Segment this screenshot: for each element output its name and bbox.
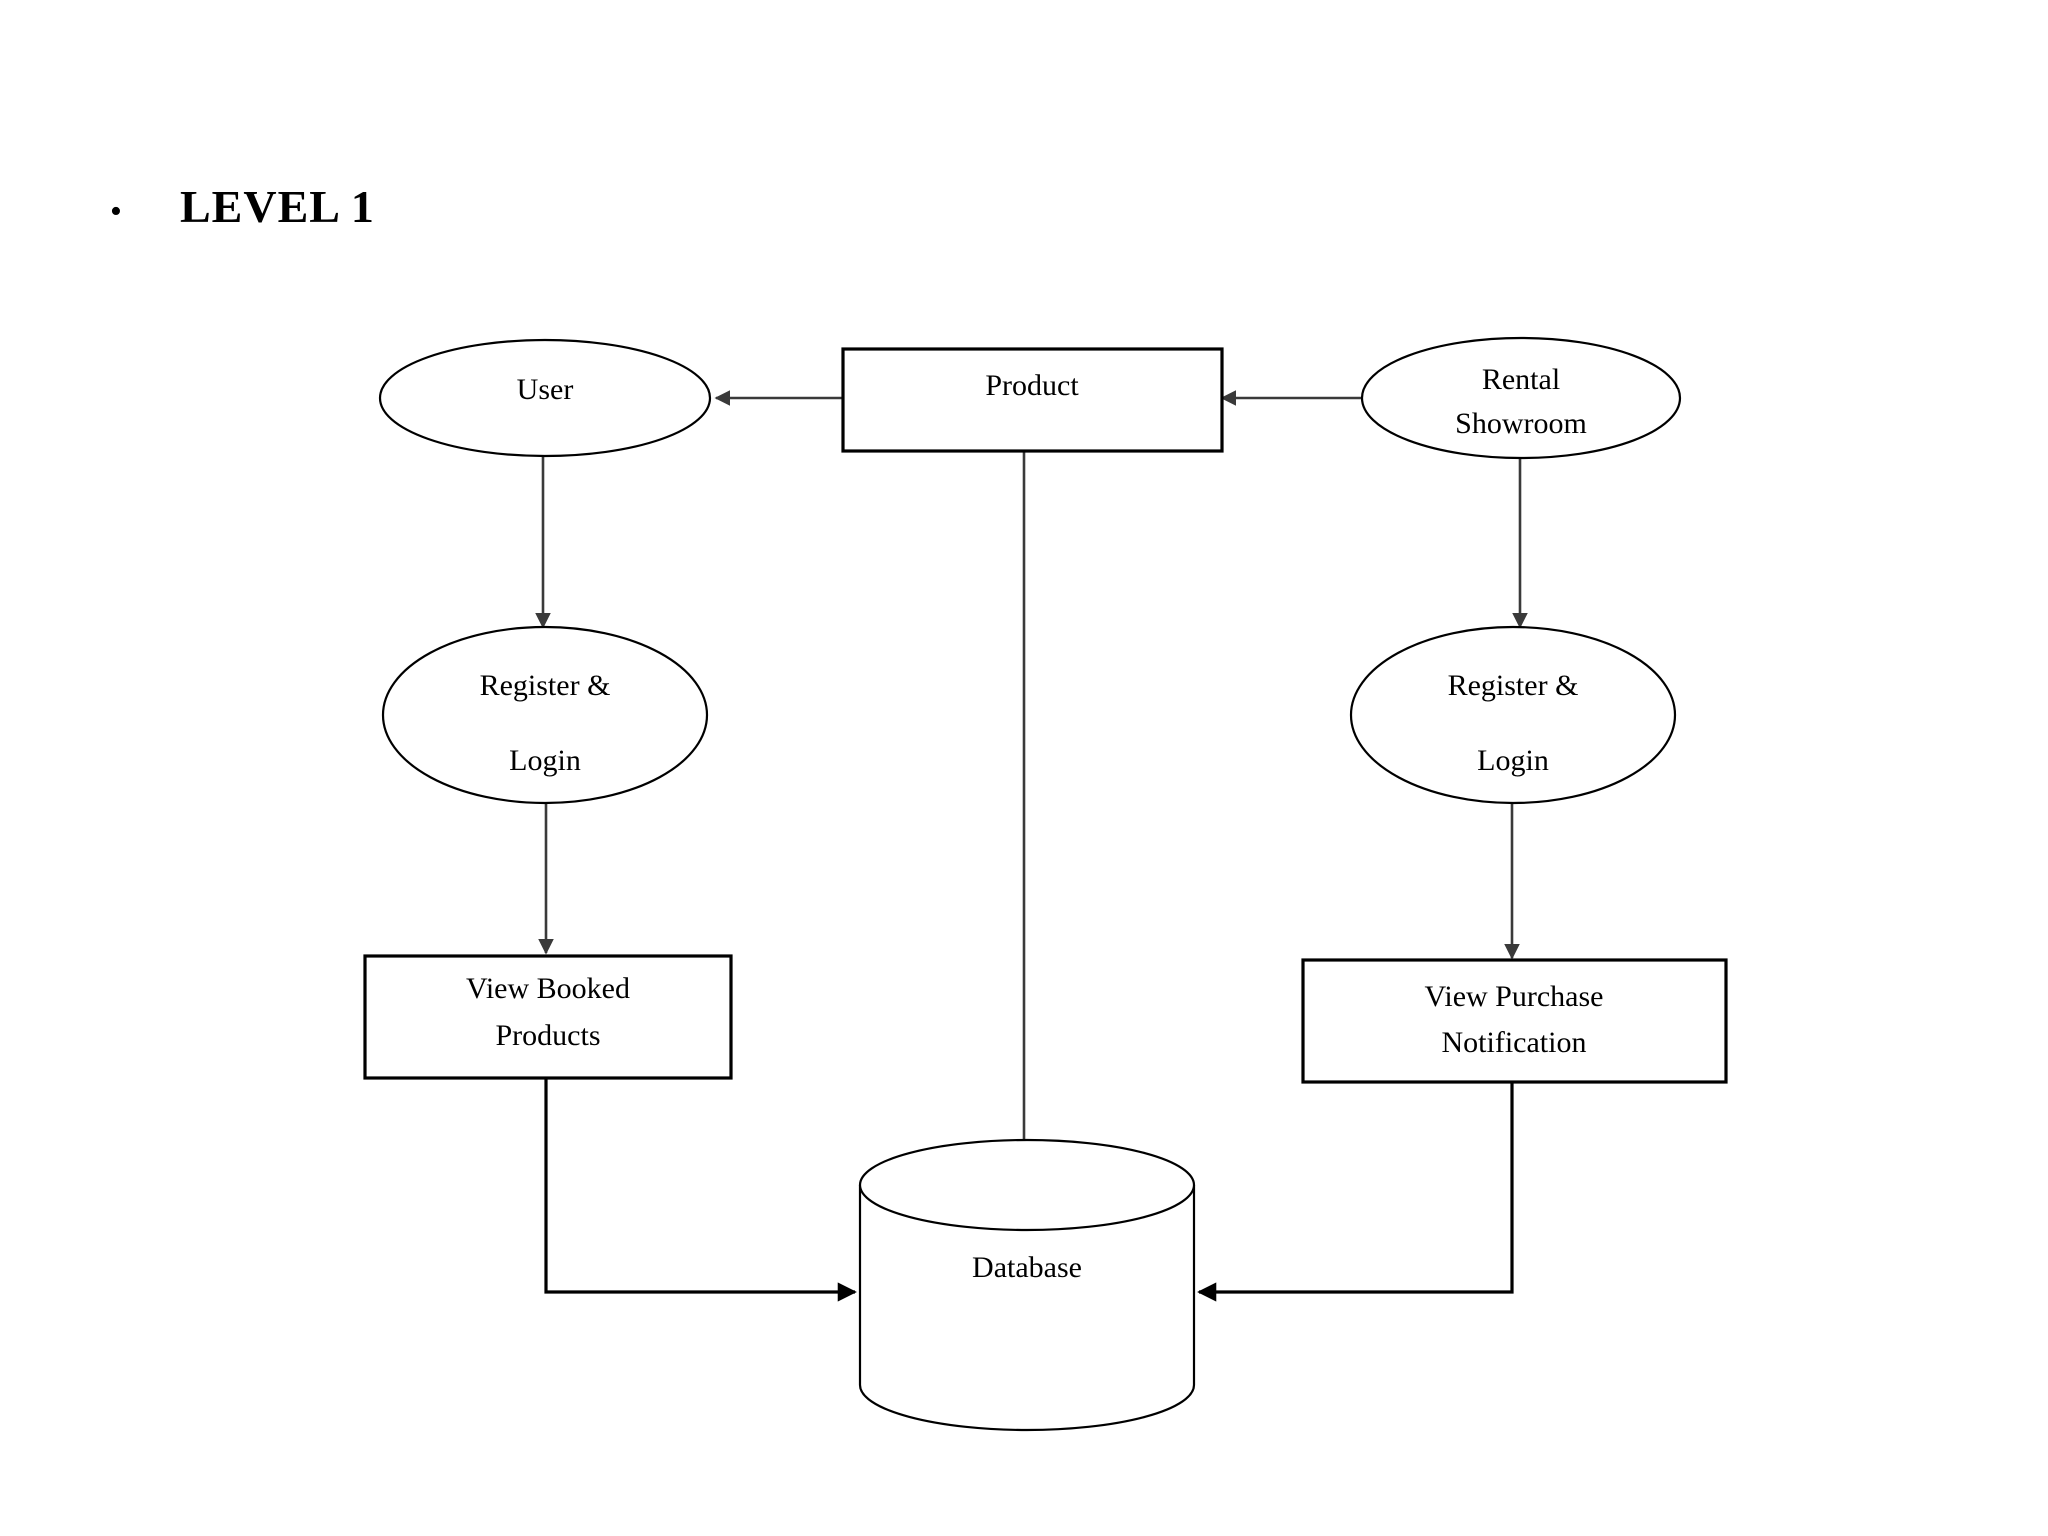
node-product[interactable]: Product bbox=[841, 347, 1224, 453]
node-view-booked-products[interactable]: View Booked Products bbox=[363, 954, 733, 1080]
node-view-booked-products-label-line2: Products bbox=[496, 1019, 601, 1052]
edge-view-purchase-notification-to-database bbox=[1197, 1082, 1514, 1302]
node-register-login-user-label-line2: Login bbox=[509, 744, 581, 777]
node-view-purchase-notification-label-line2: Notification bbox=[1442, 1026, 1587, 1059]
node-user[interactable]: User bbox=[378, 338, 712, 458]
node-rental-showroom-label-line1: Rental bbox=[1482, 363, 1560, 396]
node-rental-showroom[interactable]: Rental Showroom bbox=[1360, 336, 1682, 460]
node-register-login-showroom-label-line2: Login bbox=[1477, 744, 1549, 777]
node-database-label: Database bbox=[972, 1251, 1082, 1284]
node-register-login-showroom[interactable]: Register & Login bbox=[1349, 625, 1677, 805]
node-view-purchase-notification[interactable]: View Purchase Notification bbox=[1301, 958, 1728, 1084]
node-rental-showroom-label-line2: Showroom bbox=[1455, 407, 1587, 440]
bullet-icon: • bbox=[110, 193, 122, 230]
node-database[interactable]: Database bbox=[858, 1138, 1196, 1432]
page-heading: • LEVEL 1 bbox=[110, 180, 375, 233]
node-product-label: Product bbox=[985, 369, 1079, 402]
page-title: LEVEL 1 bbox=[180, 181, 375, 232]
node-register-login-showroom-label-line1: Register & bbox=[1448, 669, 1579, 702]
node-view-booked-products-label-line1: View Booked bbox=[466, 972, 630, 1005]
edge-view-booked-products-to-database bbox=[544, 1079, 857, 1302]
node-user-label: User bbox=[517, 373, 574, 406]
node-register-login-user[interactable]: Register & Login bbox=[381, 625, 709, 805]
node-register-login-user-label-line1: Register & bbox=[480, 669, 611, 702]
node-view-purchase-notification-label-line1: View Purchase bbox=[1425, 980, 1604, 1013]
